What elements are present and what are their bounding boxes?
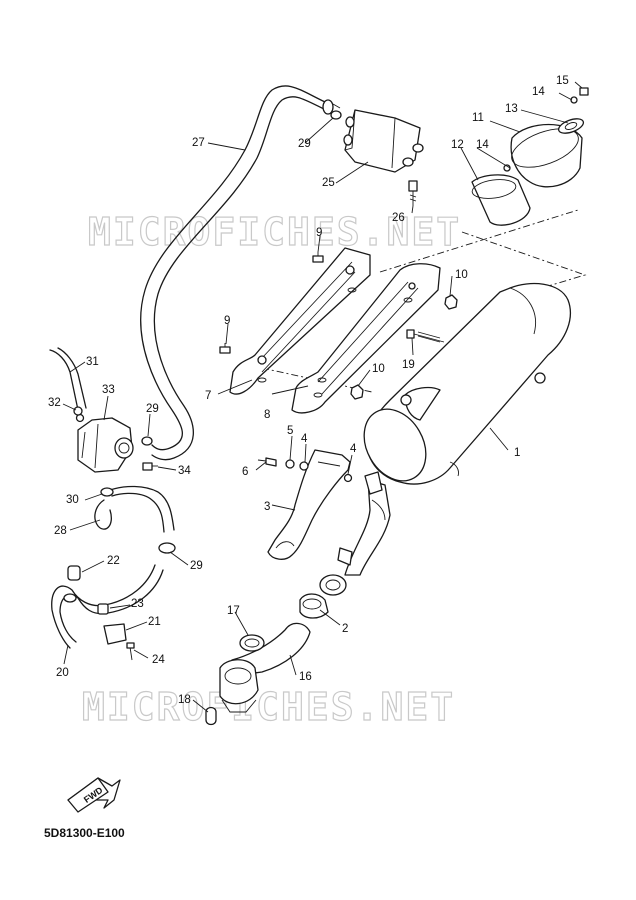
callout-16: 16 [299, 671, 312, 683]
callout-25: 25 [322, 177, 335, 189]
nut-10-b [350, 384, 364, 400]
callout-29-c: 29 [190, 560, 203, 572]
clip-29-low [158, 542, 176, 554]
callout-29-a: 29 [298, 138, 311, 150]
callout-1: 1 [514, 447, 520, 459]
clip-32 [73, 406, 83, 416]
bolt-34 [142, 462, 158, 471]
callout-21: 21 [148, 616, 161, 628]
callout-13: 13 [505, 103, 518, 115]
air-hose [140, 85, 326, 451]
callout-28: 28 [54, 525, 67, 537]
callout-30: 30 [66, 494, 79, 506]
callout-19: 19 [402, 359, 415, 371]
end-cap-12 [471, 174, 531, 226]
fitting-22 [67, 565, 81, 581]
callout-17: 17 [227, 605, 240, 617]
bracket-3 [267, 449, 351, 560]
callout-14-a: 14 [532, 86, 545, 98]
washer-5 [285, 459, 295, 469]
alignment-line-2 [379, 209, 579, 273]
callout-34: 34 [178, 465, 191, 477]
callout-2: 2 [342, 623, 348, 635]
callout-5: 5 [287, 425, 293, 437]
callout-3: 3 [264, 501, 270, 513]
callout-6: 6 [242, 466, 248, 478]
washer-4-b [343, 473, 353, 483]
nut-10-a [444, 294, 458, 310]
heat-shield-7 [229, 247, 371, 395]
exhaust-pipe [337, 471, 391, 576]
leader-lines [62, 81, 583, 713]
bracket-21 [103, 623, 127, 645]
callout-22: 22 [107, 555, 120, 567]
bolt-9-a [312, 252, 324, 263]
alignment-line [461, 231, 587, 291]
watermark-bottom: MICROFICHES.NET [82, 685, 455, 729]
gasket-17 [239, 634, 265, 652]
clip-29-mid [141, 436, 153, 446]
callout-24: 24 [152, 654, 165, 666]
callout-29-b: 29 [146, 403, 159, 415]
callout-26: 26 [392, 212, 405, 224]
gasket-2 [299, 593, 329, 619]
muffler [363, 282, 572, 485]
heat-shield-8 [291, 263, 441, 414]
callout-4-a: 4 [301, 433, 308, 445]
air-hose-outer [151, 96, 331, 461]
clip-30 [100, 487, 114, 497]
callout-31: 31 [86, 356, 99, 368]
watermark-top: MICROFICHES.NET [88, 210, 461, 254]
callout-18: 18 [178, 694, 191, 706]
callout-20: 20 [56, 667, 69, 679]
hose-28 [94, 485, 175, 533]
exhaust-pipe-16 [219, 622, 311, 713]
hose-20 [51, 564, 164, 649]
clip-29-top [330, 103, 342, 120]
air-cut-valve [343, 109, 424, 173]
callout-4-b: 4 [350, 443, 357, 455]
callout-9-b: 9 [224, 315, 230, 327]
callout-32: 32 [48, 397, 61, 409]
callout-23: 23 [131, 598, 144, 610]
callout-27: 27 [192, 137, 205, 149]
bolt-15 [579, 87, 589, 96]
callout-15: 15 [556, 75, 569, 87]
bolt-6 [257, 457, 277, 467]
callout-10-b: 10 [372, 363, 385, 375]
callout-9-a: 9 [316, 227, 322, 239]
washer-14-a [570, 96, 578, 104]
collar-23 [97, 603, 109, 615]
callout-8: 8 [264, 409, 270, 421]
bolt-26 [408, 180, 418, 206]
callout-11: 11 [472, 112, 484, 124]
bolt-9-b [219, 343, 231, 354]
nut-18 [205, 706, 217, 726]
diagram-code: 5D81300-E100 [44, 826, 125, 840]
callout-33: 33 [102, 384, 115, 396]
reed-valve-33 [75, 413, 134, 473]
bolt-19 [406, 329, 445, 343]
clamp-ring [319, 574, 347, 596]
callout-10-a: 10 [455, 269, 468, 281]
hose-end [322, 99, 334, 115]
end-cap-11 [510, 123, 583, 188]
fwd-arrow-icon: FWD [67, 777, 121, 813]
clip-20-top [63, 593, 77, 603]
callout-7: 7 [205, 390, 211, 402]
callout-14-b: 14 [476, 139, 489, 151]
callout-12: 12 [451, 139, 464, 151]
screw-24 [126, 642, 135, 661]
washer-4-a [299, 461, 309, 471]
